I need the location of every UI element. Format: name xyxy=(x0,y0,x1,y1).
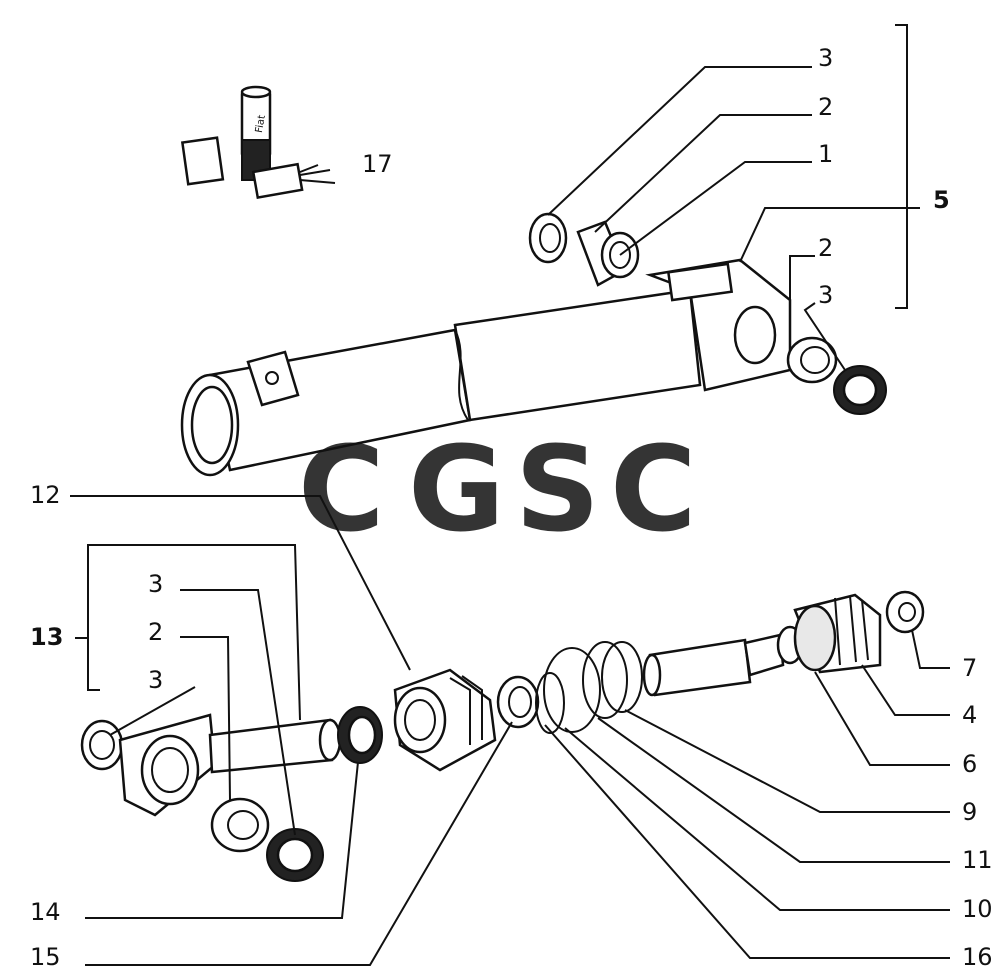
callout-15: 15 xyxy=(30,943,61,971)
callout-17: 17 xyxy=(362,150,393,178)
cgsc-watermark: C G S C xyxy=(298,420,697,558)
watermark-letter-c2: C xyxy=(610,420,697,558)
piston-rod-assembly xyxy=(80,590,925,882)
callout-3-top: 3 xyxy=(818,44,833,72)
callout-14: 14 xyxy=(30,898,61,926)
callout-7: 7 xyxy=(962,654,977,682)
cylinder-barrel-assembly xyxy=(180,212,887,477)
watermark-letter-s: S xyxy=(515,420,600,558)
callout-16: 16 xyxy=(962,943,993,971)
leader-lines xyxy=(70,24,950,966)
watermark-letter-g: G xyxy=(408,420,505,558)
callout-9: 9 xyxy=(962,798,977,826)
callout-11: 11 xyxy=(962,846,993,874)
callout-3-left-bottom: 3 xyxy=(148,666,163,694)
callout-13: 13 xyxy=(30,623,63,651)
callout-2-right: 2 xyxy=(818,234,833,262)
callout-3-right: 3 xyxy=(818,281,833,309)
callout-2-left: 2 xyxy=(148,618,163,646)
callout-3-left-top: 3 xyxy=(148,570,163,598)
callout-4: 4 xyxy=(962,701,977,729)
callout-6: 6 xyxy=(962,750,977,778)
callout-1: 1 xyxy=(818,140,833,168)
callout-2-top: 2 xyxy=(818,93,833,121)
kit-stamp-text: Fiat xyxy=(254,114,268,134)
callout-labels: 17 3 2 1 5 2 3 12 13 3 2 3 7 4 6 9 11 10… xyxy=(30,44,993,971)
callout-10: 10 xyxy=(962,895,993,923)
callout-12: 12 xyxy=(30,481,61,509)
seal-kit-17: Fiat xyxy=(180,85,336,200)
callout-5: 5 xyxy=(933,186,950,214)
watermark-letter-c1: C xyxy=(298,420,385,558)
